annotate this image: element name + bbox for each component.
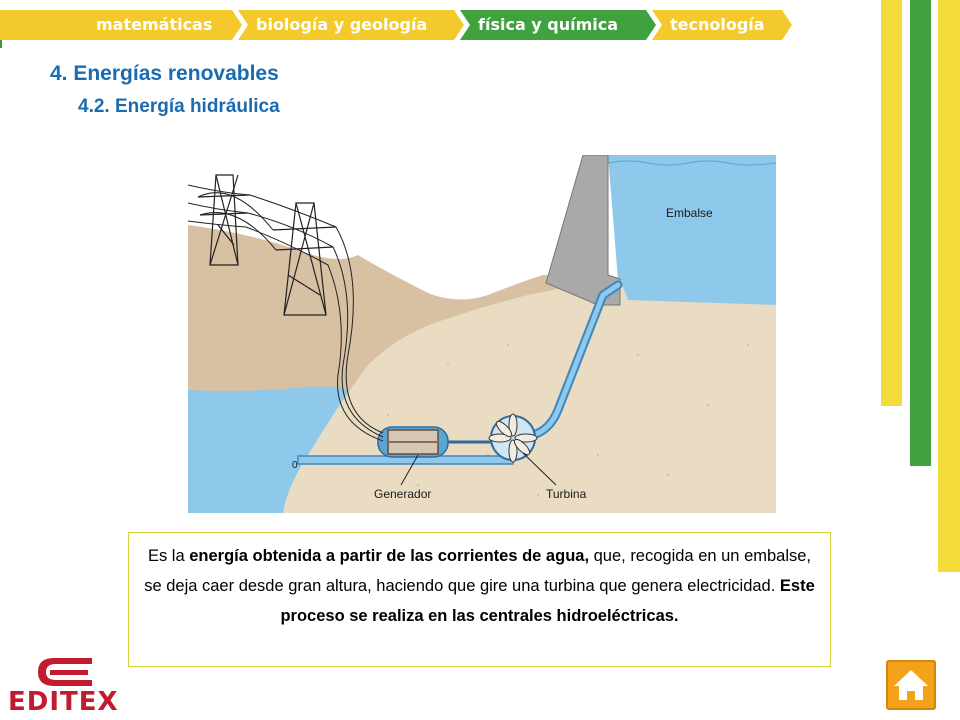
home-icon	[894, 670, 928, 700]
label-zero: 0	[292, 460, 298, 471]
editex-logo-text: EDITEX	[8, 687, 119, 717]
label-turbine: Turbina	[546, 487, 587, 501]
right-bar-yellow-1	[881, 0, 902, 406]
tab-tecnologia[interactable]: tecnología	[652, 10, 792, 40]
desc-part-1: Es la	[147, 547, 190, 565]
generator	[377, 426, 449, 458]
editex-logo-icon	[38, 658, 92, 686]
right-bar-green	[910, 0, 931, 466]
hydroelectric-diagram: Embalse Generador Turbina 0	[188, 155, 776, 513]
desc-part-3: que, recogida en un embalse, se deja cae…	[144, 547, 812, 595]
power-pylon-1	[197, 174, 251, 266]
page-subtitle: 4.2. Energía hidráulica	[78, 96, 280, 117]
right-bar-yellow-2	[938, 0, 960, 572]
turbine	[448, 413, 538, 463]
description-box: Es la energía obtenida a partir de las c…	[128, 532, 831, 667]
page-title: 4. Energías renovables	[50, 62, 279, 85]
subject-tabs: matemáticas biología y geología física y…	[0, 10, 800, 40]
tab-biologia-geologia[interactable]: biología y geología	[238, 10, 464, 40]
power-lines	[188, 184, 384, 442]
power-pylon-2	[272, 202, 337, 316]
tab-matematicas[interactable]: matemáticas	[0, 10, 242, 40]
tab-fisica-quimica[interactable]: física y química	[460, 10, 656, 40]
label-reservoir: Embalse	[666, 206, 713, 220]
desc-part-4: Este proceso se realiza en las centrales…	[280, 577, 815, 625]
editex-logo: EDITEX	[8, 650, 128, 717]
home-button[interactable]	[886, 660, 936, 710]
desc-part-2: energía obtenida a partir de las corrien…	[189, 547, 590, 565]
label-generator: Generador	[374, 487, 431, 501]
dam-wall	[545, 155, 621, 306]
